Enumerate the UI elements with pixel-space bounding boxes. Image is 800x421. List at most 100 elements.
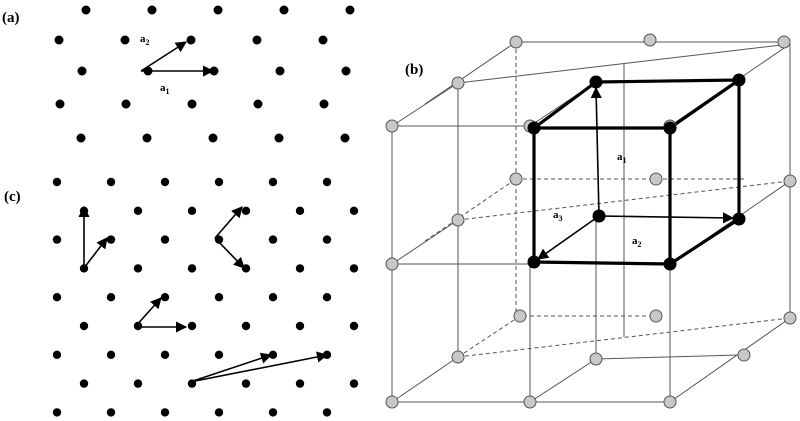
lattice-c-points [52, 177, 359, 417]
lattice-point [349, 321, 359, 331]
lattice-point [81, 5, 91, 15]
lattice-point [214, 408, 224, 417]
vector-b-a1-label: a1 [617, 151, 627, 165]
lattice-point [106, 408, 116, 417]
cube-grey-points [385, 33, 797, 409]
vector-b-a1-arrow [590, 86, 602, 217]
cube-point [737, 348, 751, 362]
lattice-point [142, 133, 152, 143]
lattice-point [295, 379, 305, 388]
cube-point [643, 33, 657, 47]
lattice-point [54, 35, 64, 45]
lattice-point [213, 5, 223, 15]
panel-a: (a) a2 a1 [2, 5, 355, 143]
lattice-point [187, 321, 197, 331]
cube-point [385, 257, 399, 271]
cube-point [589, 352, 603, 366]
mid-plane-edges [424, 41, 784, 358]
lattice-point [208, 133, 218, 143]
cube-point [777, 35, 791, 49]
lattice-point [160, 235, 170, 244]
unit-cell-point [592, 209, 606, 223]
lattice-point [52, 408, 62, 417]
lattice-point [279, 5, 289, 15]
lattice-point [349, 379, 359, 388]
panel-b: (b) [385, 33, 797, 409]
lattice-point [52, 235, 62, 244]
lattice-point [77, 66, 87, 76]
lattice-point [133, 264, 143, 273]
vector-a1-label: a1 [160, 82, 170, 96]
cube-point [649, 309, 663, 323]
lattice-point [147, 5, 157, 15]
lattice-point [52, 350, 62, 359]
lattice-point [106, 177, 116, 187]
lattice-point [160, 177, 170, 187]
cube-point [523, 395, 537, 409]
cube-point [451, 213, 465, 227]
lattice-point [214, 177, 224, 187]
lattice-point [55, 99, 65, 109]
lattice-point [160, 293, 170, 302]
lattice-point [187, 99, 197, 109]
lattice-point [268, 293, 278, 302]
unit-cell-point [527, 121, 541, 135]
lattice-point [187, 264, 197, 273]
lattice-point [79, 379, 89, 388]
lattice-point [322, 177, 332, 187]
lattice-point [133, 379, 143, 388]
lattice-point [252, 35, 262, 45]
cube-point [783, 311, 797, 325]
lattice-point [121, 99, 131, 109]
lattice-point [295, 264, 305, 273]
lattice-point [186, 35, 196, 45]
panel-c-label: (c) [4, 189, 21, 205]
lattice-point [120, 35, 130, 45]
cell2-vector-up [214, 206, 243, 239]
unit-cell-point [732, 212, 746, 226]
lattice-point [268, 408, 278, 417]
lattice-point [319, 99, 329, 109]
cube-point [783, 174, 797, 188]
cube-point [385, 119, 399, 133]
lattice-point [322, 408, 332, 417]
lattice-point [349, 264, 359, 273]
cube-point [663, 395, 677, 409]
lattice-point [160, 408, 170, 417]
vector-a2-label: a2 [140, 33, 150, 47]
cell3-vector-up [134, 297, 162, 328]
lattice-point [106, 235, 116, 244]
lattice-point [241, 321, 251, 331]
lattice-point [241, 206, 251, 215]
unit-cell-points [527, 73, 746, 271]
cell1-vector-diag [83, 237, 108, 269]
vector-b-a3-label: a3 [553, 209, 563, 223]
lattice-a-points [54, 5, 355, 143]
unit-cell-point [663, 121, 677, 135]
lattice-point [322, 293, 332, 302]
lattice-point [268, 235, 278, 244]
unit-cell-point [589, 75, 603, 89]
panel-b-label: (b) [405, 62, 423, 78]
lattice-point [268, 177, 278, 187]
cube-point [385, 395, 399, 409]
lattice-point [160, 350, 170, 359]
lattice-point [275, 66, 285, 76]
cube-point [509, 172, 523, 186]
vector-a2-arrow [140, 41, 187, 72]
vector-b-a2-label: a2 [632, 235, 642, 249]
lattice-point [274, 133, 284, 143]
lattice-point [341, 66, 351, 76]
lattice-point [52, 177, 62, 187]
unit-cell-point [527, 255, 541, 269]
lattice-point [133, 321, 143, 331]
cube-point [649, 172, 663, 186]
lattice-point [214, 293, 224, 302]
lattice-point [76, 133, 86, 143]
lattice-point [133, 206, 143, 215]
lattice-point [349, 206, 359, 215]
panel-c: (c) [4, 177, 359, 417]
vector-b-a3-arrow [537, 215, 600, 260]
